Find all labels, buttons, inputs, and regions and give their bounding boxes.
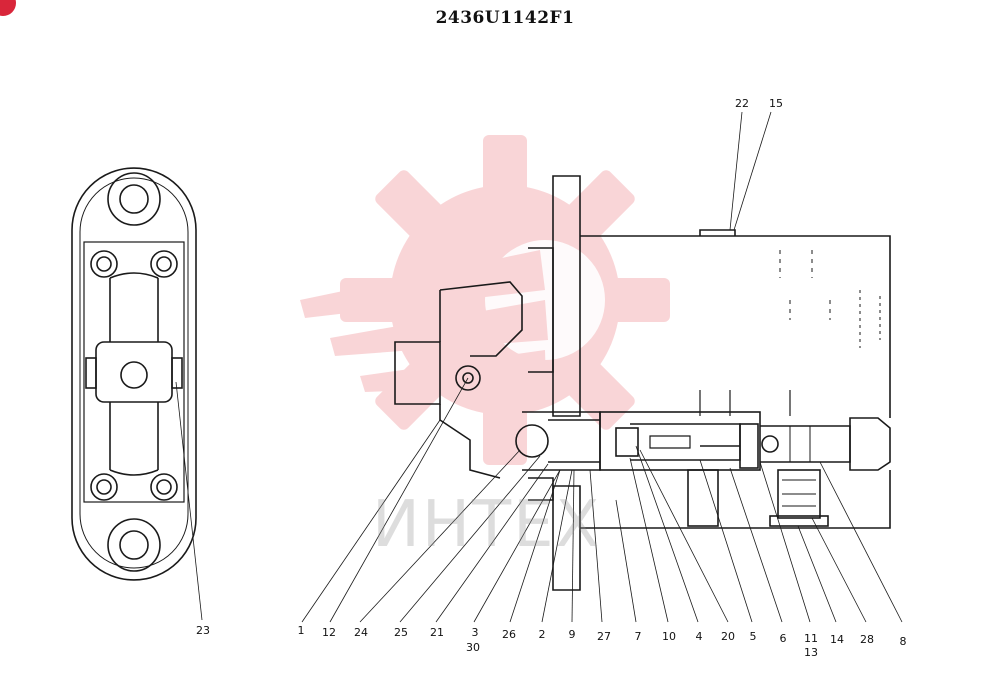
callout-1: 1 (298, 624, 305, 637)
callout-7: 7 (635, 630, 642, 643)
callout-labels: 22 15 23 1 12 24 25 21 3 30 26 2 9 27 7 … (196, 97, 907, 659)
callout-2: 2 (539, 628, 546, 641)
callout-3: 3 (472, 626, 479, 639)
callout-20: 20 (721, 630, 735, 643)
callout-9: 9 (569, 628, 576, 641)
callout-30: 30 (466, 641, 480, 654)
callout-22: 22 (735, 97, 749, 110)
leader-lines (175, 111, 903, 623)
callout-13: 13 (804, 646, 818, 659)
section-view (394, 175, 891, 591)
callout-5: 5 (750, 630, 757, 643)
callout-4: 4 (696, 630, 703, 643)
watermark-text: ИНТЕХ (372, 488, 602, 562)
drawing-title: 2436U1142F1 (435, 8, 575, 28)
corner-logo-mark (0, 0, 16, 16)
end-view (71, 167, 197, 581)
callout-8: 8 (900, 635, 907, 648)
callout-6: 6 (780, 632, 787, 645)
callout-11: 11 (804, 632, 818, 645)
callout-14: 14 (830, 633, 844, 646)
callout-10: 10 (662, 630, 676, 643)
callout-25: 25 (394, 626, 408, 639)
callout-24: 24 (354, 626, 368, 639)
callout-23: 23 (196, 624, 210, 637)
callout-27: 27 (597, 630, 611, 643)
watermark-logo (300, 135, 670, 465)
callout-28: 28 (860, 633, 874, 646)
callout-26: 26 (502, 628, 516, 641)
callout-12: 12 (322, 626, 336, 639)
callout-21: 21 (430, 626, 444, 639)
callout-15: 15 (769, 97, 783, 110)
